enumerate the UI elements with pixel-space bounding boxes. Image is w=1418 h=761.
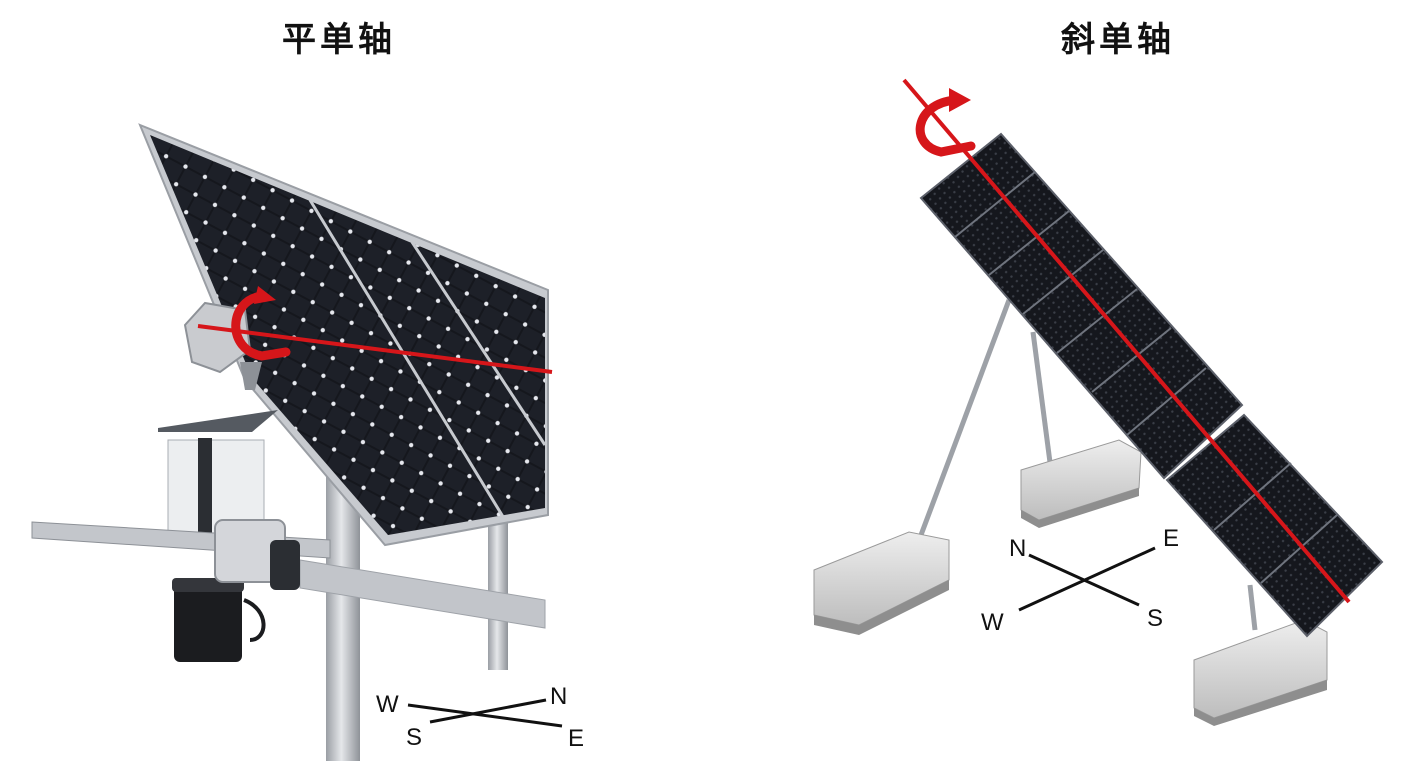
- concrete-footing: [813, 531, 950, 635]
- solar-panel-cells: [150, 135, 545, 535]
- support-strut: [918, 299, 1012, 536]
- horizontal-single-axis-panel: 平单轴: [31, 20, 584, 761]
- drive-motor: [174, 582, 242, 662]
- rear-support-pole: [488, 500, 508, 670]
- curved-arrow-icon: [231, 286, 291, 361]
- support-strut: [1247, 584, 1258, 631]
- module-divider: [308, 199, 507, 521]
- solar-panel-lower: [1165, 413, 1384, 638]
- compass-left: W S N E: [376, 683, 584, 752]
- compass-right: N E W S: [981, 525, 1179, 636]
- solar-panel-upper: [919, 132, 1244, 480]
- module-dividers: [954, 171, 1338, 584]
- tilted-tracker-illustration: N E W S: [813, 78, 1384, 726]
- compass-w-label: W: [376, 691, 399, 718]
- compass-n-label: N: [1009, 535, 1026, 562]
- controller-solar-cap: [158, 410, 278, 432]
- compass-w-label: W: [981, 609, 1004, 636]
- left-title: 平单轴: [282, 20, 396, 60]
- rotation-axis-line: [902, 78, 1351, 604]
- compass-s-label: S: [1147, 605, 1163, 632]
- tilted-single-axis-panel: 斜单轴: [709, 0, 1418, 761]
- horizontal-tracker-illustration: W S N E: [31, 123, 584, 761]
- compass-e-label: E: [568, 725, 584, 752]
- concrete-footing: [1020, 439, 1142, 528]
- controller-bracket: [198, 438, 212, 548]
- module-divider: [410, 241, 547, 446]
- support-strut: [1030, 331, 1054, 471]
- compass-n-label: N: [550, 683, 567, 710]
- rotation-axis-line: [197, 324, 553, 374]
- compass-s-label: S: [406, 724, 422, 751]
- compass-e-label: E: [1163, 525, 1179, 552]
- gearbox-mount: [240, 362, 262, 390]
- right-title: 斜单轴: [1061, 20, 1175, 60]
- motor-cable: [243, 598, 266, 642]
- clamp: [270, 540, 300, 590]
- curved-arrow-icon: [915, 88, 976, 157]
